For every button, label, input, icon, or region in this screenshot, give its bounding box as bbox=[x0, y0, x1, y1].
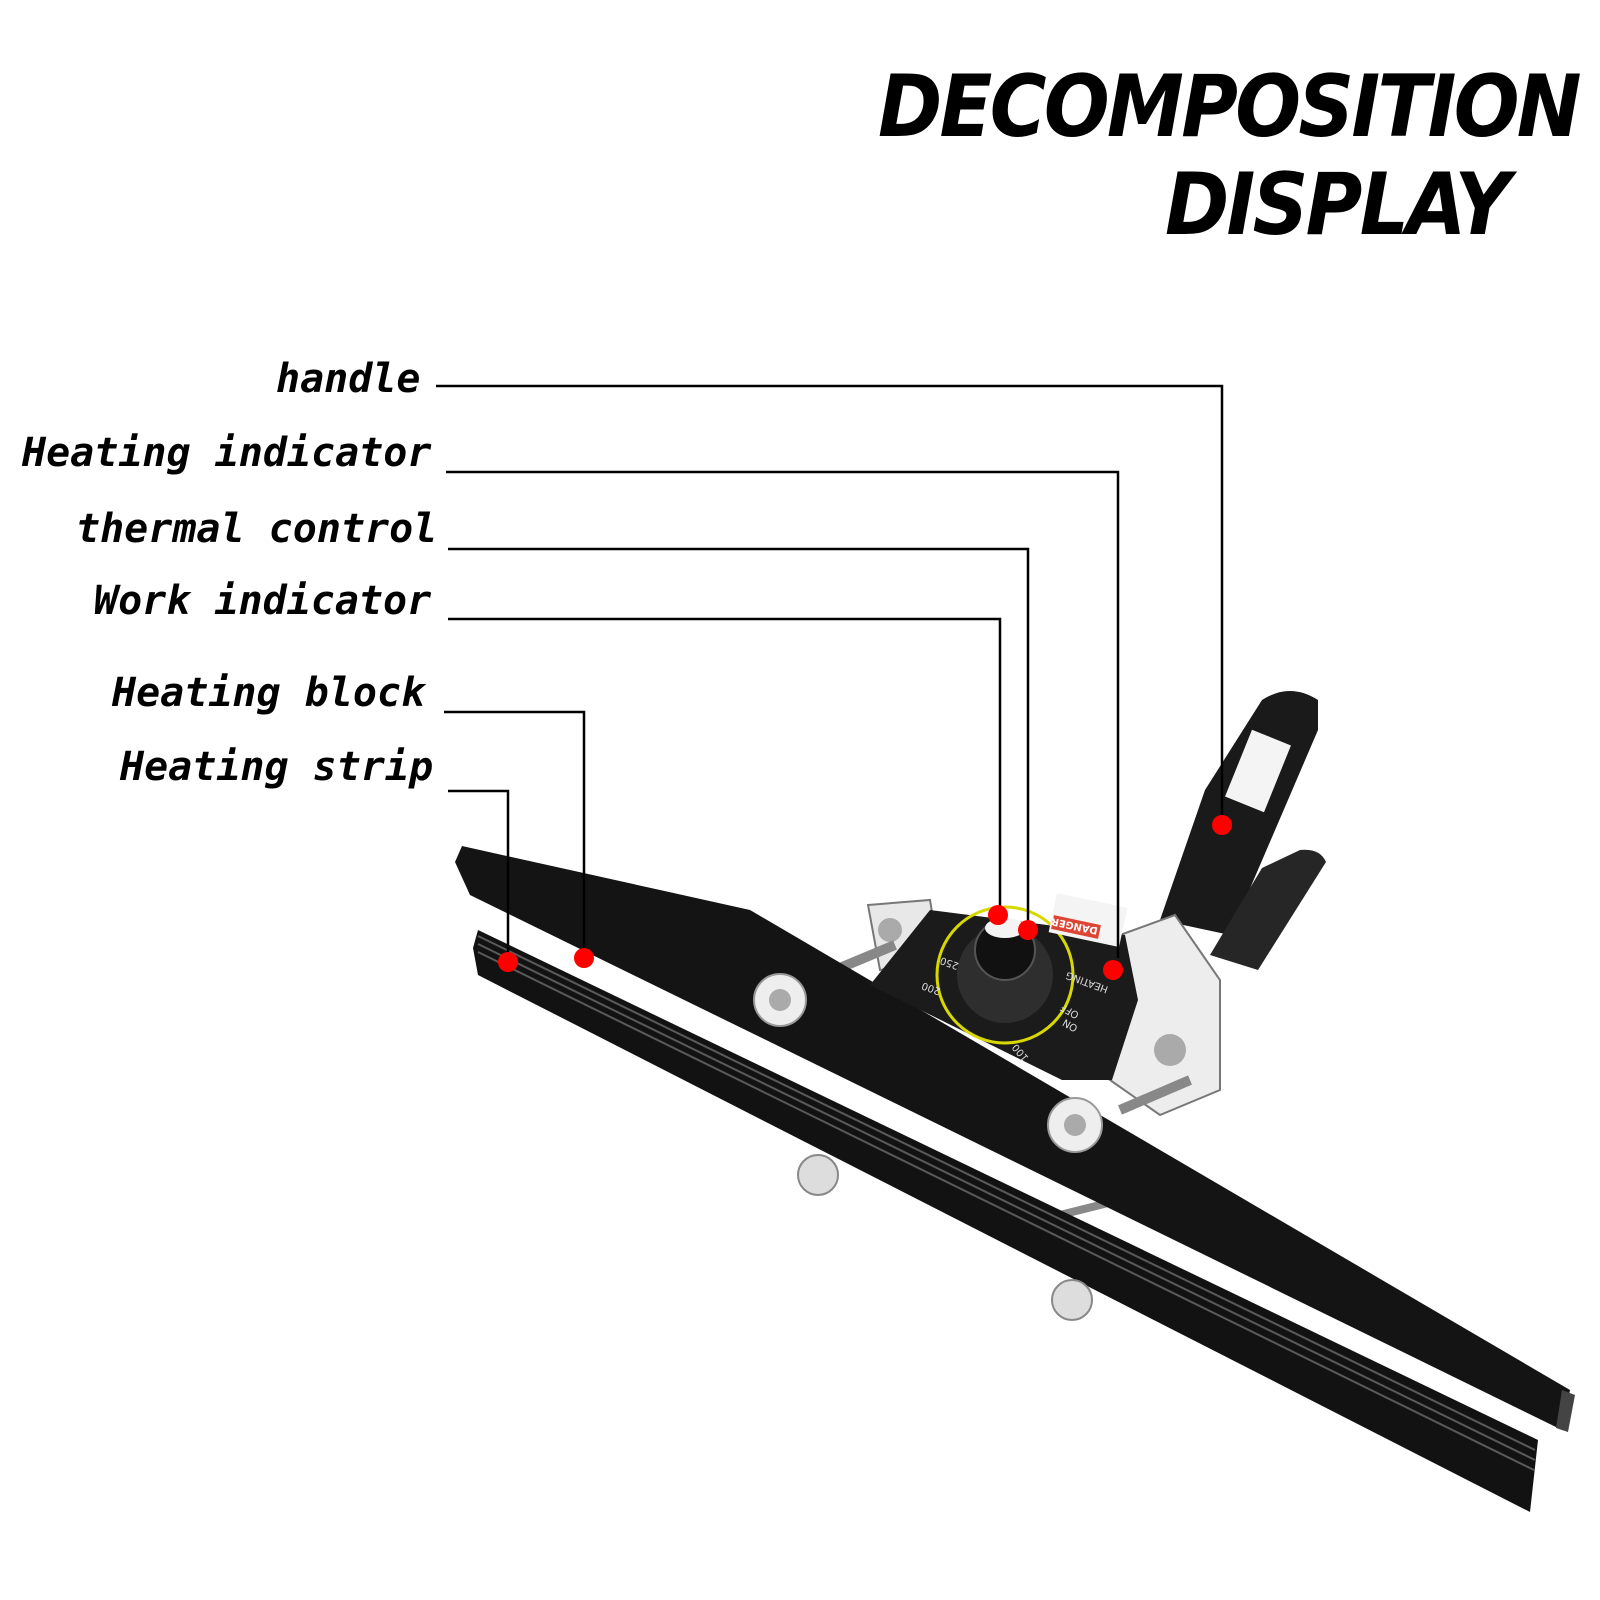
leader-lines bbox=[436, 384, 1224, 962]
label-work-indicator: Work indicator bbox=[94, 578, 432, 624]
label-thermal-control: thermal control bbox=[76, 506, 438, 552]
heating-strip-grooves bbox=[477, 935, 1536, 1471]
marker-handle bbox=[1212, 815, 1232, 835]
marker-heating-strip bbox=[498, 952, 518, 972]
white-nuts bbox=[753, 973, 1103, 1321]
marker-heating-block bbox=[574, 948, 594, 968]
heating-block-jaw bbox=[455, 846, 1570, 1430]
marker-thermal-control bbox=[1018, 920, 1038, 940]
handle-grip bbox=[1160, 691, 1326, 970]
title-line-2: DISPLAY bbox=[1164, 155, 1511, 255]
title-line-1: DECOMPOSITION bbox=[878, 57, 1582, 157]
label-heating-block: Heating block bbox=[112, 670, 426, 716]
control-box: DANGER HEATING OFF ON 100 200 250 bbox=[870, 892, 1138, 1080]
markers bbox=[498, 815, 1232, 980]
marker-heating-indicator bbox=[1103, 960, 1123, 980]
label-handle: handle bbox=[276, 356, 421, 402]
label-heating-strip: Heating strip bbox=[120, 744, 434, 790]
label-heating-indicator: Heating indicator bbox=[22, 430, 432, 476]
page-title: DECOMPOSITION DISPLAY bbox=[878, 57, 1582, 255]
marker-work-indicator bbox=[988, 905, 1008, 925]
heating-strip-jaw bbox=[473, 930, 1538, 1512]
